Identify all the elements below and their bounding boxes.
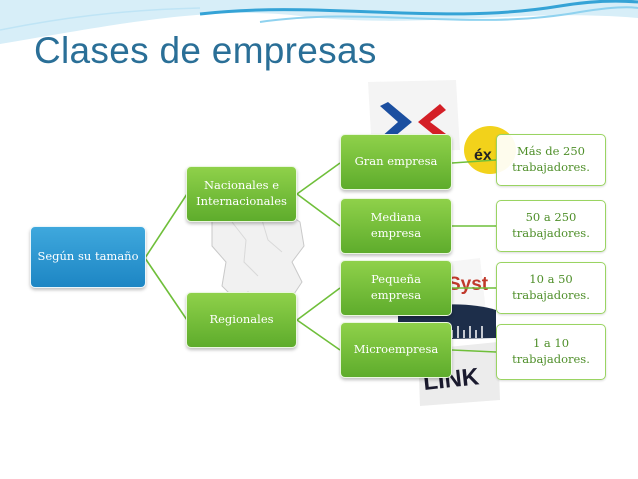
- node-label: Regionales: [209, 312, 274, 327]
- svg-text:éx: éx: [474, 147, 492, 164]
- svg-text:Syst: Syst: [448, 274, 489, 295]
- node-nacionales-internacionales: Nacionales e Internacionales: [186, 166, 297, 222]
- node-label: Gran empresa: [354, 154, 438, 169]
- node-label: Mediana empresa: [370, 210, 422, 240]
- connector-root-regionales: [144, 257, 188, 321]
- node-mediana-empresa: Mediana empresa: [340, 198, 452, 254]
- leaf-mas-de-250: Más de 250 trabajadores.: [496, 134, 606, 186]
- connector-micro-leaf: [451, 349, 497, 353]
- node-label: Pequeña empresa: [370, 272, 422, 302]
- header-wave-decoration: [0, 0, 638, 44]
- connector-regionales-micro: [296, 319, 341, 351]
- connector-regionales-pequena: [296, 287, 341, 321]
- leaf-1-a-10: 1 a 10 trabajadores.: [496, 324, 606, 380]
- leaf-50-a-250: 50 a 250 trabajadores.: [496, 200, 606, 252]
- root-node: Según su tamaño: [30, 226, 146, 288]
- node-gran-empresa: Gran empresa: [340, 134, 452, 190]
- connector-nacionales-gran: [296, 162, 341, 195]
- slide-title: Clases de empresas: [34, 30, 377, 71]
- connector-gran-leaf: [451, 159, 497, 164]
- node-pequena-empresa: Pequeña empresa: [340, 260, 452, 316]
- leaf-label: Más de 250 trabajadores.: [512, 144, 590, 174]
- leaf-label: 1 a 10 trabajadores.: [512, 336, 590, 366]
- connector-root-nacionales: [144, 193, 188, 259]
- leaf-10-a-50: 10 a 50 trabajadores.: [496, 262, 606, 314]
- leaf-label: 50 a 250 trabajadores.: [512, 210, 590, 240]
- root-label: Según su tamaño: [37, 249, 139, 264]
- node-regionales: Regionales: [186, 292, 297, 348]
- connector-nacionales-mediana: [296, 193, 341, 227]
- node-microempresa: Microempresa: [340, 322, 452, 378]
- node-label: Microempresa: [353, 342, 439, 357]
- node-label: Nacionales e Internacionales: [196, 178, 287, 208]
- leaf-label: 10 a 50 trabajadores.: [512, 272, 590, 302]
